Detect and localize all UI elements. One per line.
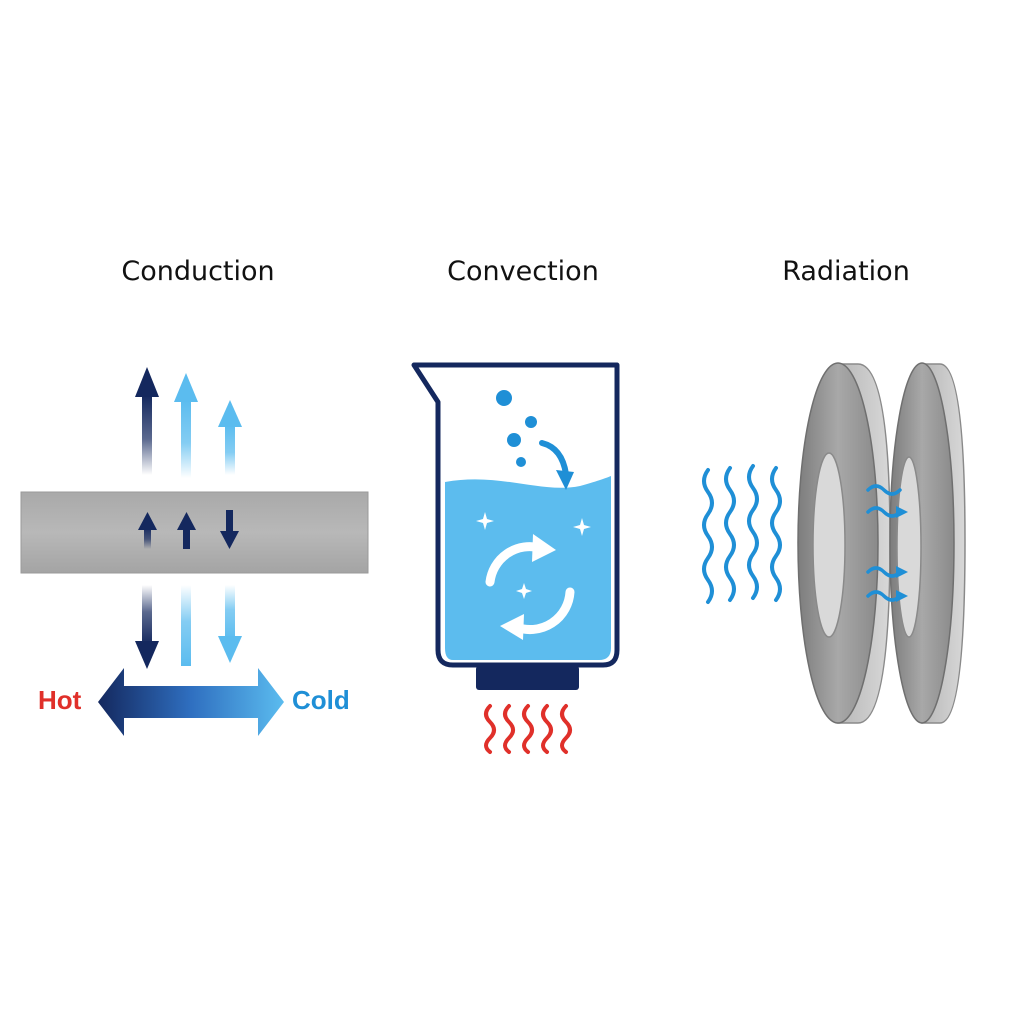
disc-icon — [797, 362, 891, 724]
heat-wave-icon — [484, 704, 572, 754]
arrow-up-icon — [181, 585, 191, 666]
double-arrow-icon — [98, 668, 284, 736]
conduction-slab — [20, 491, 369, 574]
arrow-up-icon — [174, 373, 198, 478]
curved-arrow-icon — [539, 440, 574, 490]
beaker-icon — [411, 362, 620, 668]
arrow-down-icon — [218, 585, 242, 663]
arrow-up-icon — [177, 512, 196, 549]
circular-arrows-icon — [485, 542, 575, 635]
arrow-up-icon — [218, 400, 242, 475]
bubble-icon — [525, 416, 537, 428]
arrow-up-icon — [135, 367, 159, 475]
arrow-head-icon — [896, 506, 908, 602]
conduction-panel — [20, 367, 369, 736]
heater-base — [476, 666, 579, 690]
conduction-title: Conduction — [121, 256, 275, 287]
arrow-down-icon — [135, 585, 159, 669]
bubble-icon — [507, 433, 521, 447]
radiation-wave-icon — [702, 464, 782, 604]
cold-label: Cold — [292, 685, 350, 715]
bubble-icon — [516, 457, 526, 467]
bubble-icon — [496, 390, 512, 406]
circular-arrows-heads — [500, 534, 556, 640]
radiation-wave-icon — [866, 484, 902, 602]
disc-icon — [889, 362, 966, 724]
hot-label: Hot — [38, 685, 82, 715]
convection-panel — [411, 362, 620, 754]
sparkle-icon — [476, 512, 591, 599]
arrow-up-icon — [138, 512, 157, 549]
radiation-panel — [702, 362, 966, 724]
radiation-title: Radiation — [782, 256, 910, 287]
arrow-down-icon — [220, 510, 239, 549]
convection-title: Convection — [447, 256, 599, 287]
